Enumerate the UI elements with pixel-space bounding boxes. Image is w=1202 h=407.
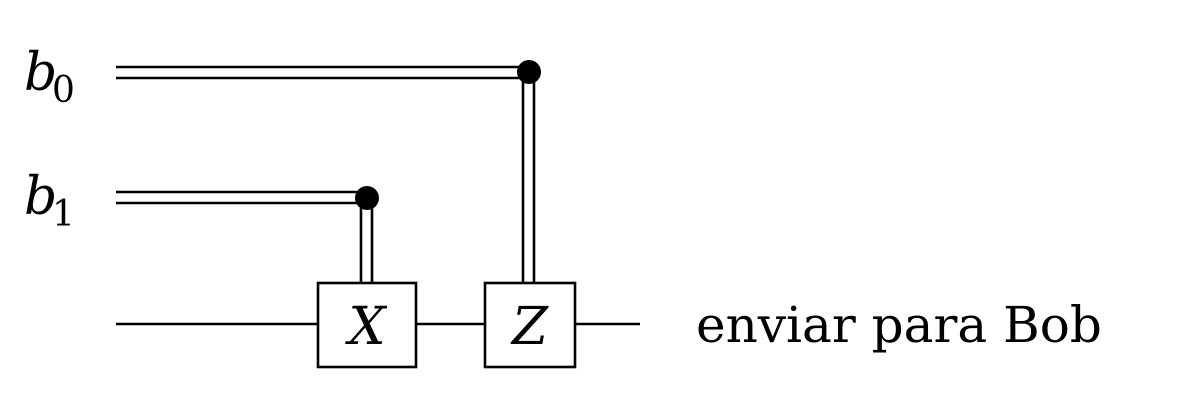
input-label-b0: b 0 (24, 43, 75, 111)
x-gate-label: X (344, 297, 387, 357)
b1-control-dot (355, 186, 379, 210)
x-gate: X (316, 281, 418, 369)
classical-wire-b1 (116, 186, 379, 283)
input-label-b1: b 1 (24, 167, 75, 235)
z-gate-box (483, 281, 577, 369)
x-gate-box (316, 281, 418, 369)
z-gate-label: Z (510, 297, 549, 357)
b1-base: b (24, 167, 57, 227)
b0-subscript: 0 (52, 70, 75, 111)
output-label: enviar para Bob (696, 296, 1102, 354)
b1-subscript: 1 (52, 194, 75, 235)
classical-wire-b0 (116, 60, 541, 283)
b0-control-dot (517, 60, 541, 84)
b0-base: b (24, 43, 57, 103)
z-gate: Z (483, 281, 577, 369)
